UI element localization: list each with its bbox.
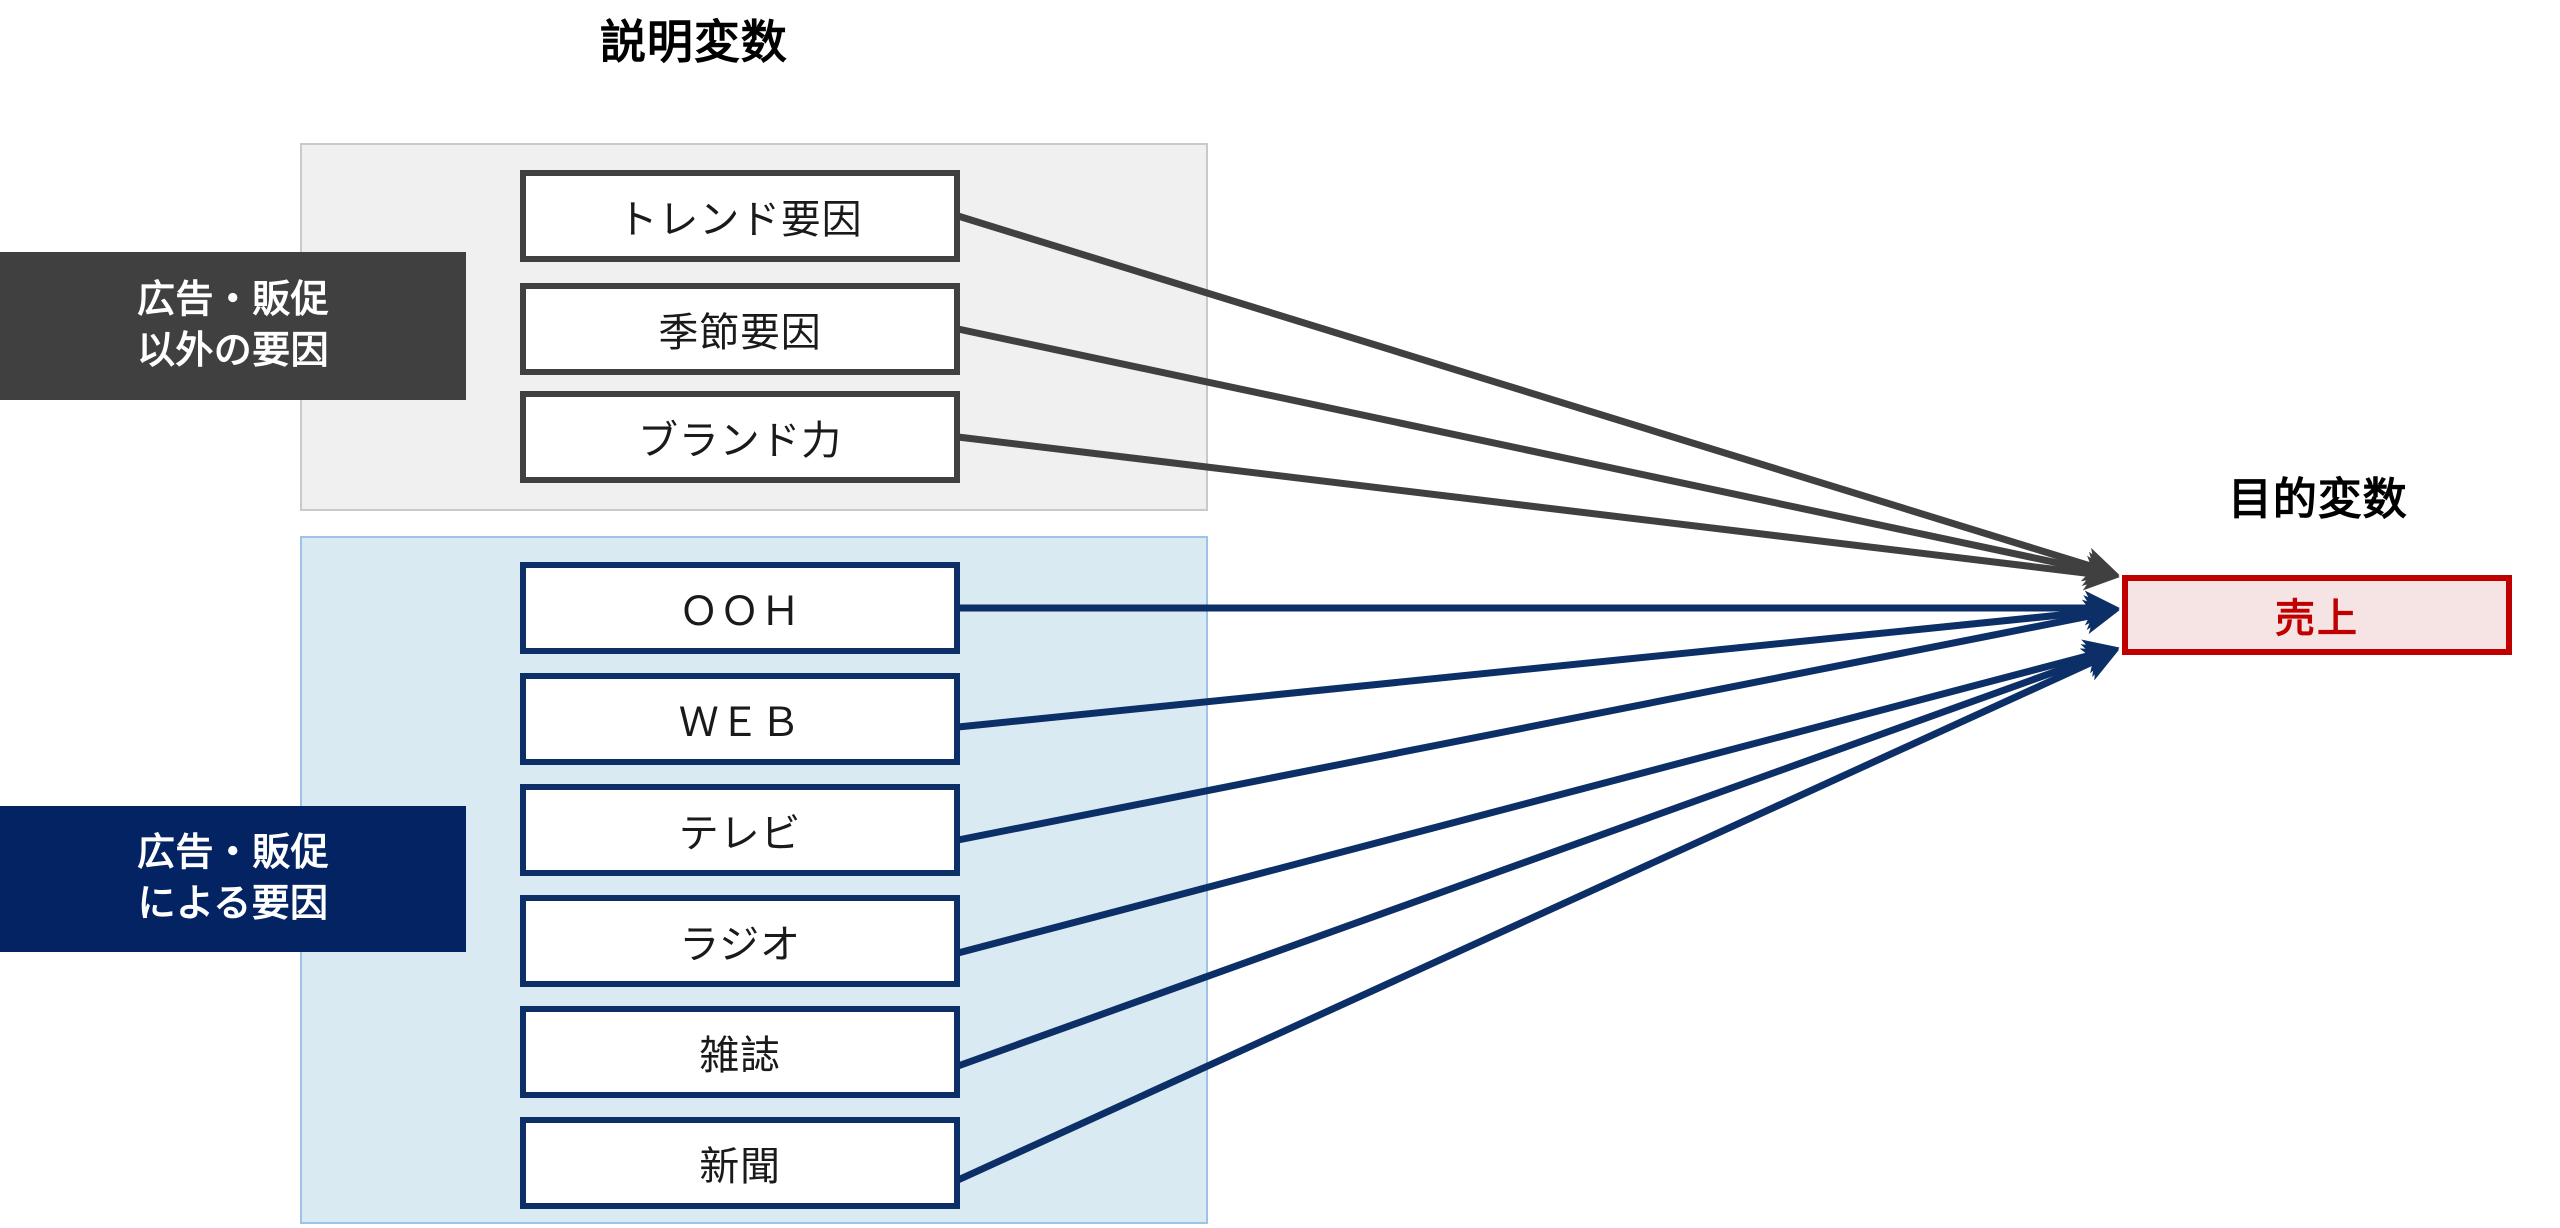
variable-box-trend[interactable]: トレンド要因 — [520, 170, 960, 262]
variable-box-web[interactable]: ＷＥＢ — [520, 673, 960, 765]
category-label-other-line2: 以外の要因 — [137, 330, 329, 372]
category-label-ads-line2: による要因 — [137, 883, 329, 925]
explanatory-variables-heading: 説明変数 — [600, 16, 788, 68]
variable-box-tv[interactable]: テレビ — [520, 784, 960, 876]
outcome-box-sales[interactable]: 売上 — [2122, 575, 2512, 655]
variable-box-magazine[interactable]: 雑誌 — [520, 1006, 960, 1098]
variable-box-ooh[interactable]: ＯＯＨ — [520, 562, 960, 654]
category-label-non-advertising: 広告・販促 以外の要因 — [0, 252, 466, 400]
variable-box-radio[interactable]: ラジオ — [520, 895, 960, 987]
target-variable-heading: 目的変数 — [2228, 475, 2408, 524]
category-label-other-line1: 広告・販促 — [137, 279, 329, 322]
variable-box-newspaper[interactable]: 新聞 — [520, 1117, 960, 1209]
category-label-advertising: 広告・販促 による要因 — [0, 806, 466, 952]
category-label-ads-line1: 広告・販促 — [137, 832, 329, 875]
variable-box-brand-power[interactable]: ブランド力 — [520, 391, 960, 483]
variable-box-seasonality[interactable]: 季節要因 — [520, 283, 960, 375]
